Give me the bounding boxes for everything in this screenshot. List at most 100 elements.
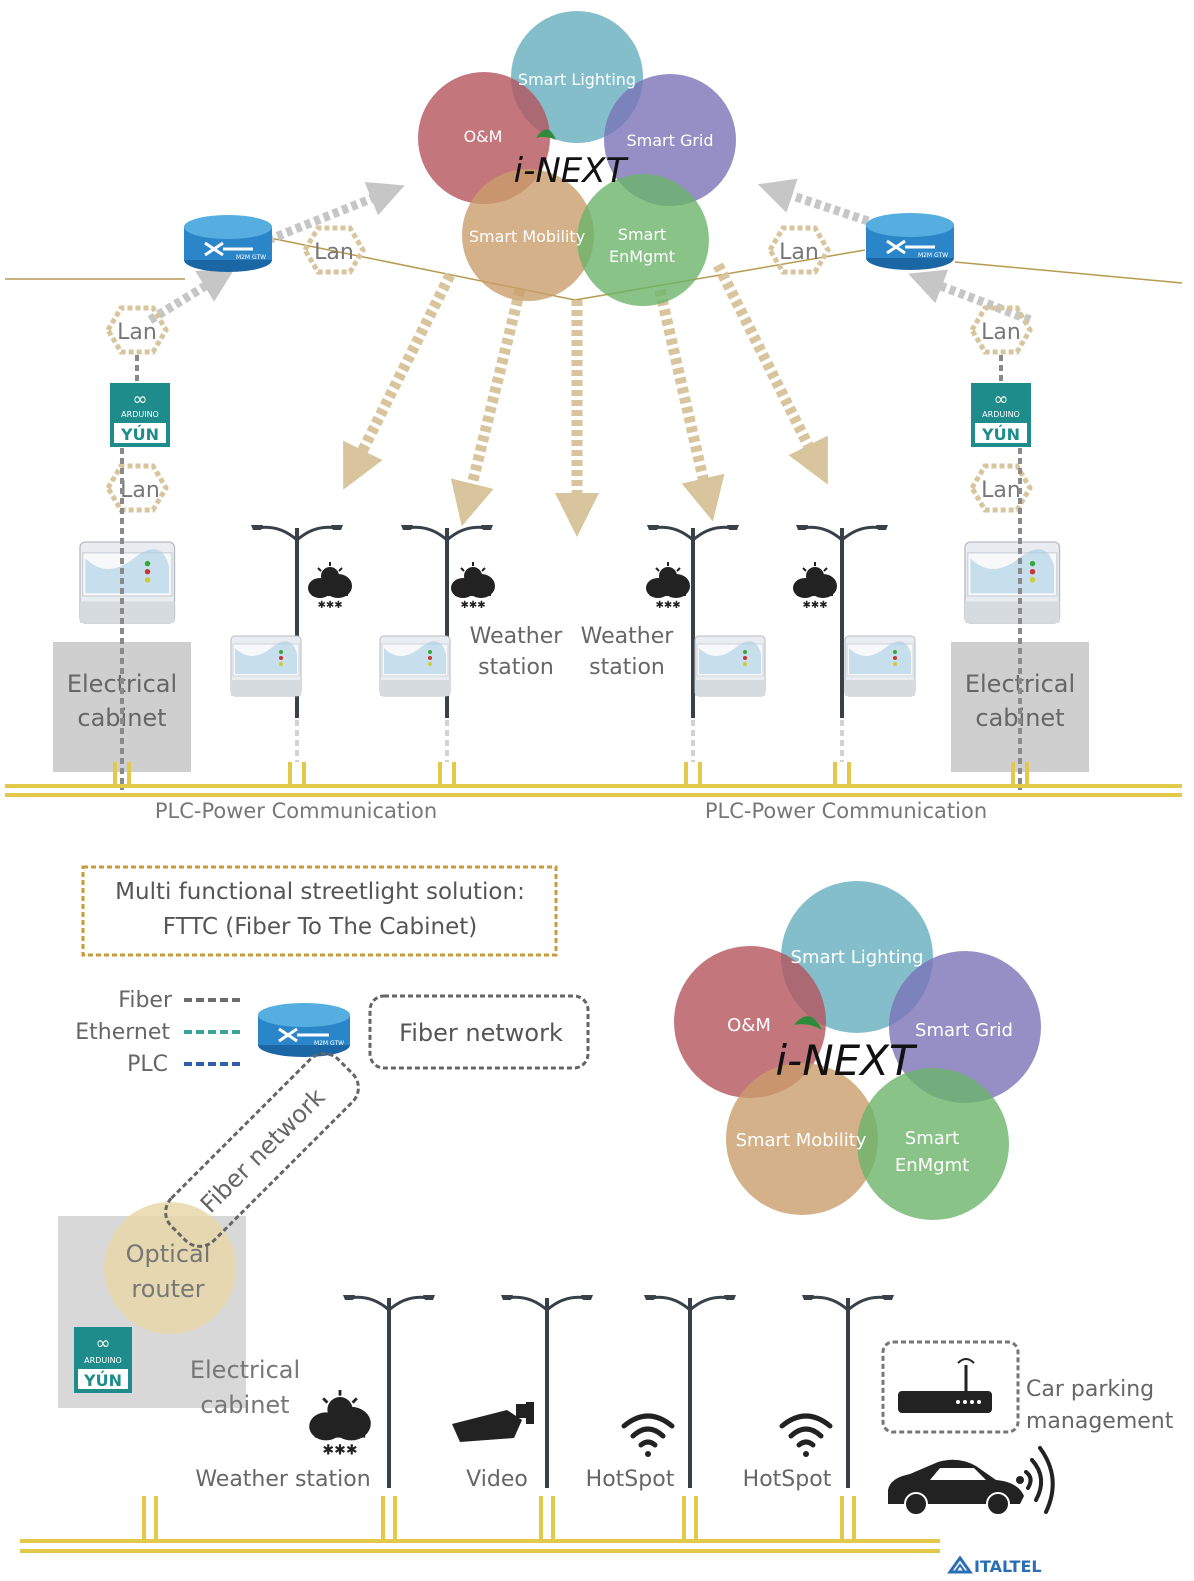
svg-text:YÚN: YÚN <box>83 1371 122 1390</box>
weather-station-icon <box>307 1388 373 1460</box>
svg-text:YÚN: YÚN <box>981 425 1020 444</box>
bvenn-smart-grid-label: Smart Grid <box>915 1020 1013 1041</box>
svg-text:M2M GTW: M2M GTW <box>918 252 948 259</box>
concentrator-device-right <box>964 541 1061 624</box>
bottom-inext-logo: i-NEXT <box>775 1036 918 1085</box>
bvenn-smart-mobility <box>726 1063 878 1215</box>
bvenn-smart-enmgmt-label-2: EnMgmt <box>895 1155 969 1176</box>
svg-text:ARDUINO: ARDUINO <box>84 1356 122 1365</box>
svg-text:ARDUINO: ARDUINO <box>982 410 1020 419</box>
bvenn-smart-mobility-label: Smart Mobility <box>736 1130 867 1151</box>
bvenn-om <box>674 946 826 1098</box>
title-box <box>81 865 558 957</box>
weather-station-label-right-2: station <box>589 655 665 680</box>
venn-smart-enmgmt-label-1: Smart <box>618 225 666 244</box>
svg-text:YÚN: YÚN <box>120 425 159 444</box>
plc-label-right: PLC-Power Communication <box>705 799 987 823</box>
bottom-cabinet-line1: Electrical <box>190 1356 300 1384</box>
weather-station-label-left-2: station <box>478 655 554 680</box>
lan-label-right-2: Lan <box>981 478 1021 503</box>
arduino-yun-badge-left: ∞ ARDUINO YÚN <box>110 383 170 447</box>
legend-fiber-label: Fiber <box>118 988 173 1013</box>
bvenn-smart-lighting-label: Smart Lighting <box>791 947 924 968</box>
title-line1: Multi functional streetlight solution: <box>115 879 525 905</box>
parking-router-box <box>881 1340 1020 1434</box>
pole-drop-links <box>295 720 844 762</box>
svg-text:ARDUINO: ARDUINO <box>121 410 159 419</box>
service-weather-label: Weather station <box>195 1467 370 1492</box>
car-icon <box>888 1459 1024 1516</box>
weather-icon-4 <box>792 561 838 612</box>
weather-station-label-right-1: Weather <box>581 624 675 649</box>
bvenn-smart-grid <box>889 951 1041 1103</box>
optical-router <box>104 1202 236 1334</box>
italtel-logo: ITALTEL <box>947 1555 1042 1576</box>
pole-meter-2 <box>379 635 451 697</box>
venn-smart-mobility <box>462 169 594 301</box>
svg-text:∞: ∞ <box>994 389 1009 410</box>
bvenn-smart-enmgmt-label-1: Smart <box>905 1128 959 1149</box>
car-signal-icon <box>1016 1446 1055 1514</box>
cabinet-vertical-links <box>120 355 1022 790</box>
optical-router-line1: Optical <box>126 1240 211 1268</box>
weather-icon-2 <box>450 561 496 612</box>
bottom-cabinet-line2: cabinet <box>200 1391 289 1419</box>
lan-label-left-1: Lan <box>117 320 157 345</box>
svg-text:∞: ∞ <box>133 389 148 410</box>
bottom-streetlight-3 <box>642 1293 738 1490</box>
pole-meter-4 <box>844 635 916 697</box>
inext-logo: i-NEXT <box>514 151 629 191</box>
lan-label-right-1: Lan <box>981 320 1021 345</box>
gateway-uplink-arrows <box>147 178 1032 325</box>
pole-meter-1 <box>230 635 302 697</box>
weather-icon-1 <box>307 561 353 612</box>
arduino-yun-badge-bottom: ∞ ARDUINO YÚN <box>74 1327 132 1393</box>
weather-icon-3 <box>645 561 691 612</box>
router-device-icon <box>898 1358 992 1413</box>
m2m-gateway-left: M2M GTW <box>184 215 272 272</box>
lan-label-top-right: Lan <box>779 240 819 265</box>
venn-smart-lighting-label: Smart Lighting <box>518 70 636 89</box>
top-venn-diagram: Smart Lighting O&M Smart Grid Smart Mobi… <box>418 11 736 306</box>
bottom-streetlight-1 <box>341 1293 437 1490</box>
venn-smart-mobility-label: Smart Mobility <box>469 227 585 246</box>
title-line2: FTTC (Fiber To The Cabinet) <box>163 914 477 940</box>
wifi-hotspot-icon-1 <box>621 1413 675 1457</box>
bvenn-om-label: O&M <box>727 1015 771 1036</box>
service-down-arrows <box>343 262 828 537</box>
svg-text:M2M GTW: M2M GTW <box>236 254 266 261</box>
service-video-label: Video <box>466 1467 528 1492</box>
bottom-power-rail <box>20 1496 940 1553</box>
concentrator-device-left <box>79 541 176 624</box>
fiber-network-box <box>368 994 590 1070</box>
svg-text:M2M GTW: M2M GTW <box>314 1040 344 1047</box>
lan-label-left-2: Lan <box>120 478 160 503</box>
m2m-gateway-right: M2M GTW <box>866 213 954 270</box>
bottom-inext-leaf-icon <box>794 1016 822 1030</box>
inext-leaf-icon <box>536 129 556 140</box>
parking-label-line1: Car parking <box>1026 1377 1154 1402</box>
bvenn-smart-enmgmt <box>857 1068 1009 1220</box>
bottom-venn-diagram: Smart Lighting O&M Smart Grid Smart Mobi… <box>674 881 1041 1220</box>
legend: Fiber Ethernet PLC <box>75 988 240 1077</box>
venn-smart-enmgmt <box>577 174 709 306</box>
service-hotspot2-label: HotSpot <box>743 1467 832 1492</box>
svg-text:∞: ∞ <box>96 1333 111 1354</box>
legend-plc-label: PLC <box>127 1052 168 1077</box>
italtel-logo-text: ITALTEL <box>974 1557 1042 1576</box>
lan-label-top-left: Lan <box>314 240 354 265</box>
service-hotspot1-label: HotSpot <box>586 1467 675 1492</box>
legend-ethernet-label: Ethernet <box>75 1020 170 1045</box>
venn-smart-enmgmt-label-2: EnMgmt <box>609 247 675 266</box>
venn-smart-grid <box>604 74 736 206</box>
pole-meter-3 <box>694 635 766 697</box>
bottom-streetlight-2 <box>499 1293 595 1490</box>
fiber-network-box-label: Fiber network <box>399 1019 563 1047</box>
optical-router-line2: router <box>131 1275 204 1303</box>
top-power-rail <box>5 762 1182 797</box>
bottom-streetlight-4 <box>800 1293 896 1490</box>
venn-smart-lighting <box>511 11 643 143</box>
arduino-yun-badge-right: ∞ ARDUINO YÚN <box>971 383 1031 447</box>
video-camera-icon <box>452 1402 534 1442</box>
weather-station-label-left-1: Weather <box>470 624 564 649</box>
